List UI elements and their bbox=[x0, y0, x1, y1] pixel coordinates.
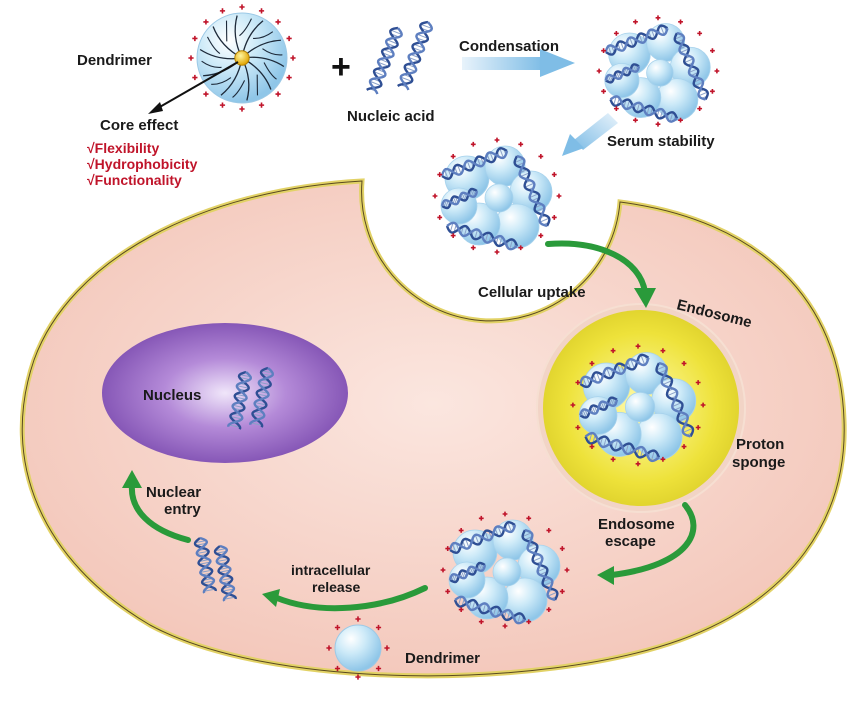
plus-sign: + bbox=[331, 48, 351, 86]
label-proton-sponge-1: Proton bbox=[736, 436, 784, 453]
label-proton-sponge-2: sponge bbox=[732, 454, 785, 471]
dna-strand-icon bbox=[398, 22, 432, 90]
label-nuclear-entry-2: entry bbox=[164, 501, 201, 518]
label-dendrimer-bottom: Dendrimer bbox=[405, 650, 480, 667]
label-endosome-escape-2: escape bbox=[605, 533, 656, 550]
polyplex-uptake-icon bbox=[433, 138, 562, 255]
dna-strand-icon bbox=[367, 28, 402, 94]
label-intracellular-release-1: intracellular bbox=[291, 562, 371, 578]
core-effect-functionality: √Functionality bbox=[87, 172, 182, 188]
core-effect-hydrophobicity: √Hydrophobicity bbox=[87, 156, 198, 172]
label-serum-stability: Serum stability bbox=[607, 133, 715, 150]
label-core-effect: Core effect bbox=[100, 117, 178, 134]
label-condensation: Condensation bbox=[459, 38, 559, 55]
label-nucleic-acid: Nucleic acid bbox=[347, 108, 435, 125]
nucleus bbox=[102, 323, 348, 463]
label-cellular-uptake: Cellular uptake bbox=[478, 284, 586, 301]
label-endosome-escape-1: Endosome bbox=[598, 516, 675, 533]
label-nucleus: Nucleus bbox=[143, 387, 201, 404]
polyplex-serum-icon bbox=[597, 15, 720, 126]
core-effect-flexibility: √Flexibility bbox=[87, 140, 159, 156]
dendrimer-icon bbox=[188, 4, 295, 111]
label-nuclear-entry-1: Nuclear bbox=[146, 484, 201, 501]
label-intracellular-release-2: release bbox=[312, 579, 360, 595]
label-dendrimer-top: Dendrimer bbox=[77, 52, 152, 69]
